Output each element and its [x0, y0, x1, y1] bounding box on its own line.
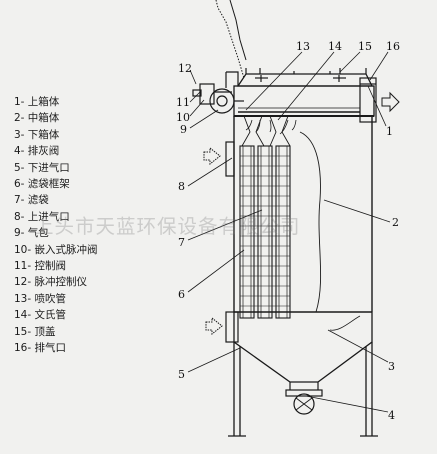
callout-12: 12: [178, 62, 192, 75]
legend-item: 14- 文氏管: [14, 309, 66, 322]
legend-item: 5- 下进气口: [14, 161, 70, 174]
hopper: [233, 311, 373, 390]
callout-16: 16: [386, 40, 400, 53]
callout-15: 15: [358, 40, 372, 53]
callout-10: 10: [176, 111, 190, 124]
ash-valve: [285, 389, 323, 415]
callout-8: 8: [178, 180, 185, 193]
callout-13: 13: [296, 40, 310, 53]
legend-item: 1- 上箱体: [14, 96, 60, 108]
legend-item: 13- 喷吹管: [14, 292, 66, 305]
callout-3: 3: [388, 360, 395, 373]
legend-item: 12- 脉冲控制仪: [14, 276, 87, 289]
filter-bags: [239, 145, 291, 319]
top-cover: [236, 68, 374, 87]
legend-item: 2- 中箱体: [14, 112, 60, 125]
exhaust-outlet: [359, 77, 400, 123]
inclined-duct: [215, 0, 247, 79]
legend-item: 7- 滤袋: [14, 194, 49, 207]
legend-item: 10- 嵌入式脉冲阀: [14, 243, 98, 256]
support-legs: [228, 342, 378, 437]
callout-11: 11: [176, 96, 190, 109]
upper-inlet: [203, 141, 235, 177]
watermark: 上头市天蓝环保设备有限公司: [34, 215, 301, 238]
callout-1: 1: [386, 125, 393, 138]
legend-item: 3- 下箱体: [14, 128, 60, 141]
callout-2: 2: [392, 216, 399, 229]
legend-item: 11- 控制阀: [14, 260, 66, 273]
callout-7: 7: [178, 236, 185, 249]
bag-rings: [240, 155, 290, 307]
callout-4: 4: [388, 409, 395, 422]
callout-numbers: 1 2 3 4 5 6 7 8 9 10 11 12 13 14 15 16: [176, 40, 400, 422]
venturi: [241, 115, 291, 147]
lower-inlet: [205, 311, 239, 343]
leader-lines: [187, 51, 391, 413]
legend-item: 4- 排灰阀: [14, 145, 60, 158]
pulse-assembly: [192, 71, 244, 114]
blow-pipe: [238, 107, 360, 135]
legend-item: 16- 排气口: [14, 342, 66, 355]
legend-item: 15- 顶盖: [14, 325, 56, 338]
parts-legend: 1- 上箱体 2- 中箱体 3- 下箱体 4- 排灰阀 5- 下进气口 6- 滤…: [14, 94, 164, 357]
callout-9: 9: [180, 123, 187, 136]
legend-item: 6- 滤袋框架: [14, 178, 70, 191]
legend-item: 8- 上进气口: [14, 210, 70, 223]
callout-14: 14: [328, 40, 342, 53]
legend-item: 9- 气包: [14, 227, 49, 240]
callout-5: 5: [178, 368, 185, 381]
callout-6: 6: [178, 288, 185, 301]
